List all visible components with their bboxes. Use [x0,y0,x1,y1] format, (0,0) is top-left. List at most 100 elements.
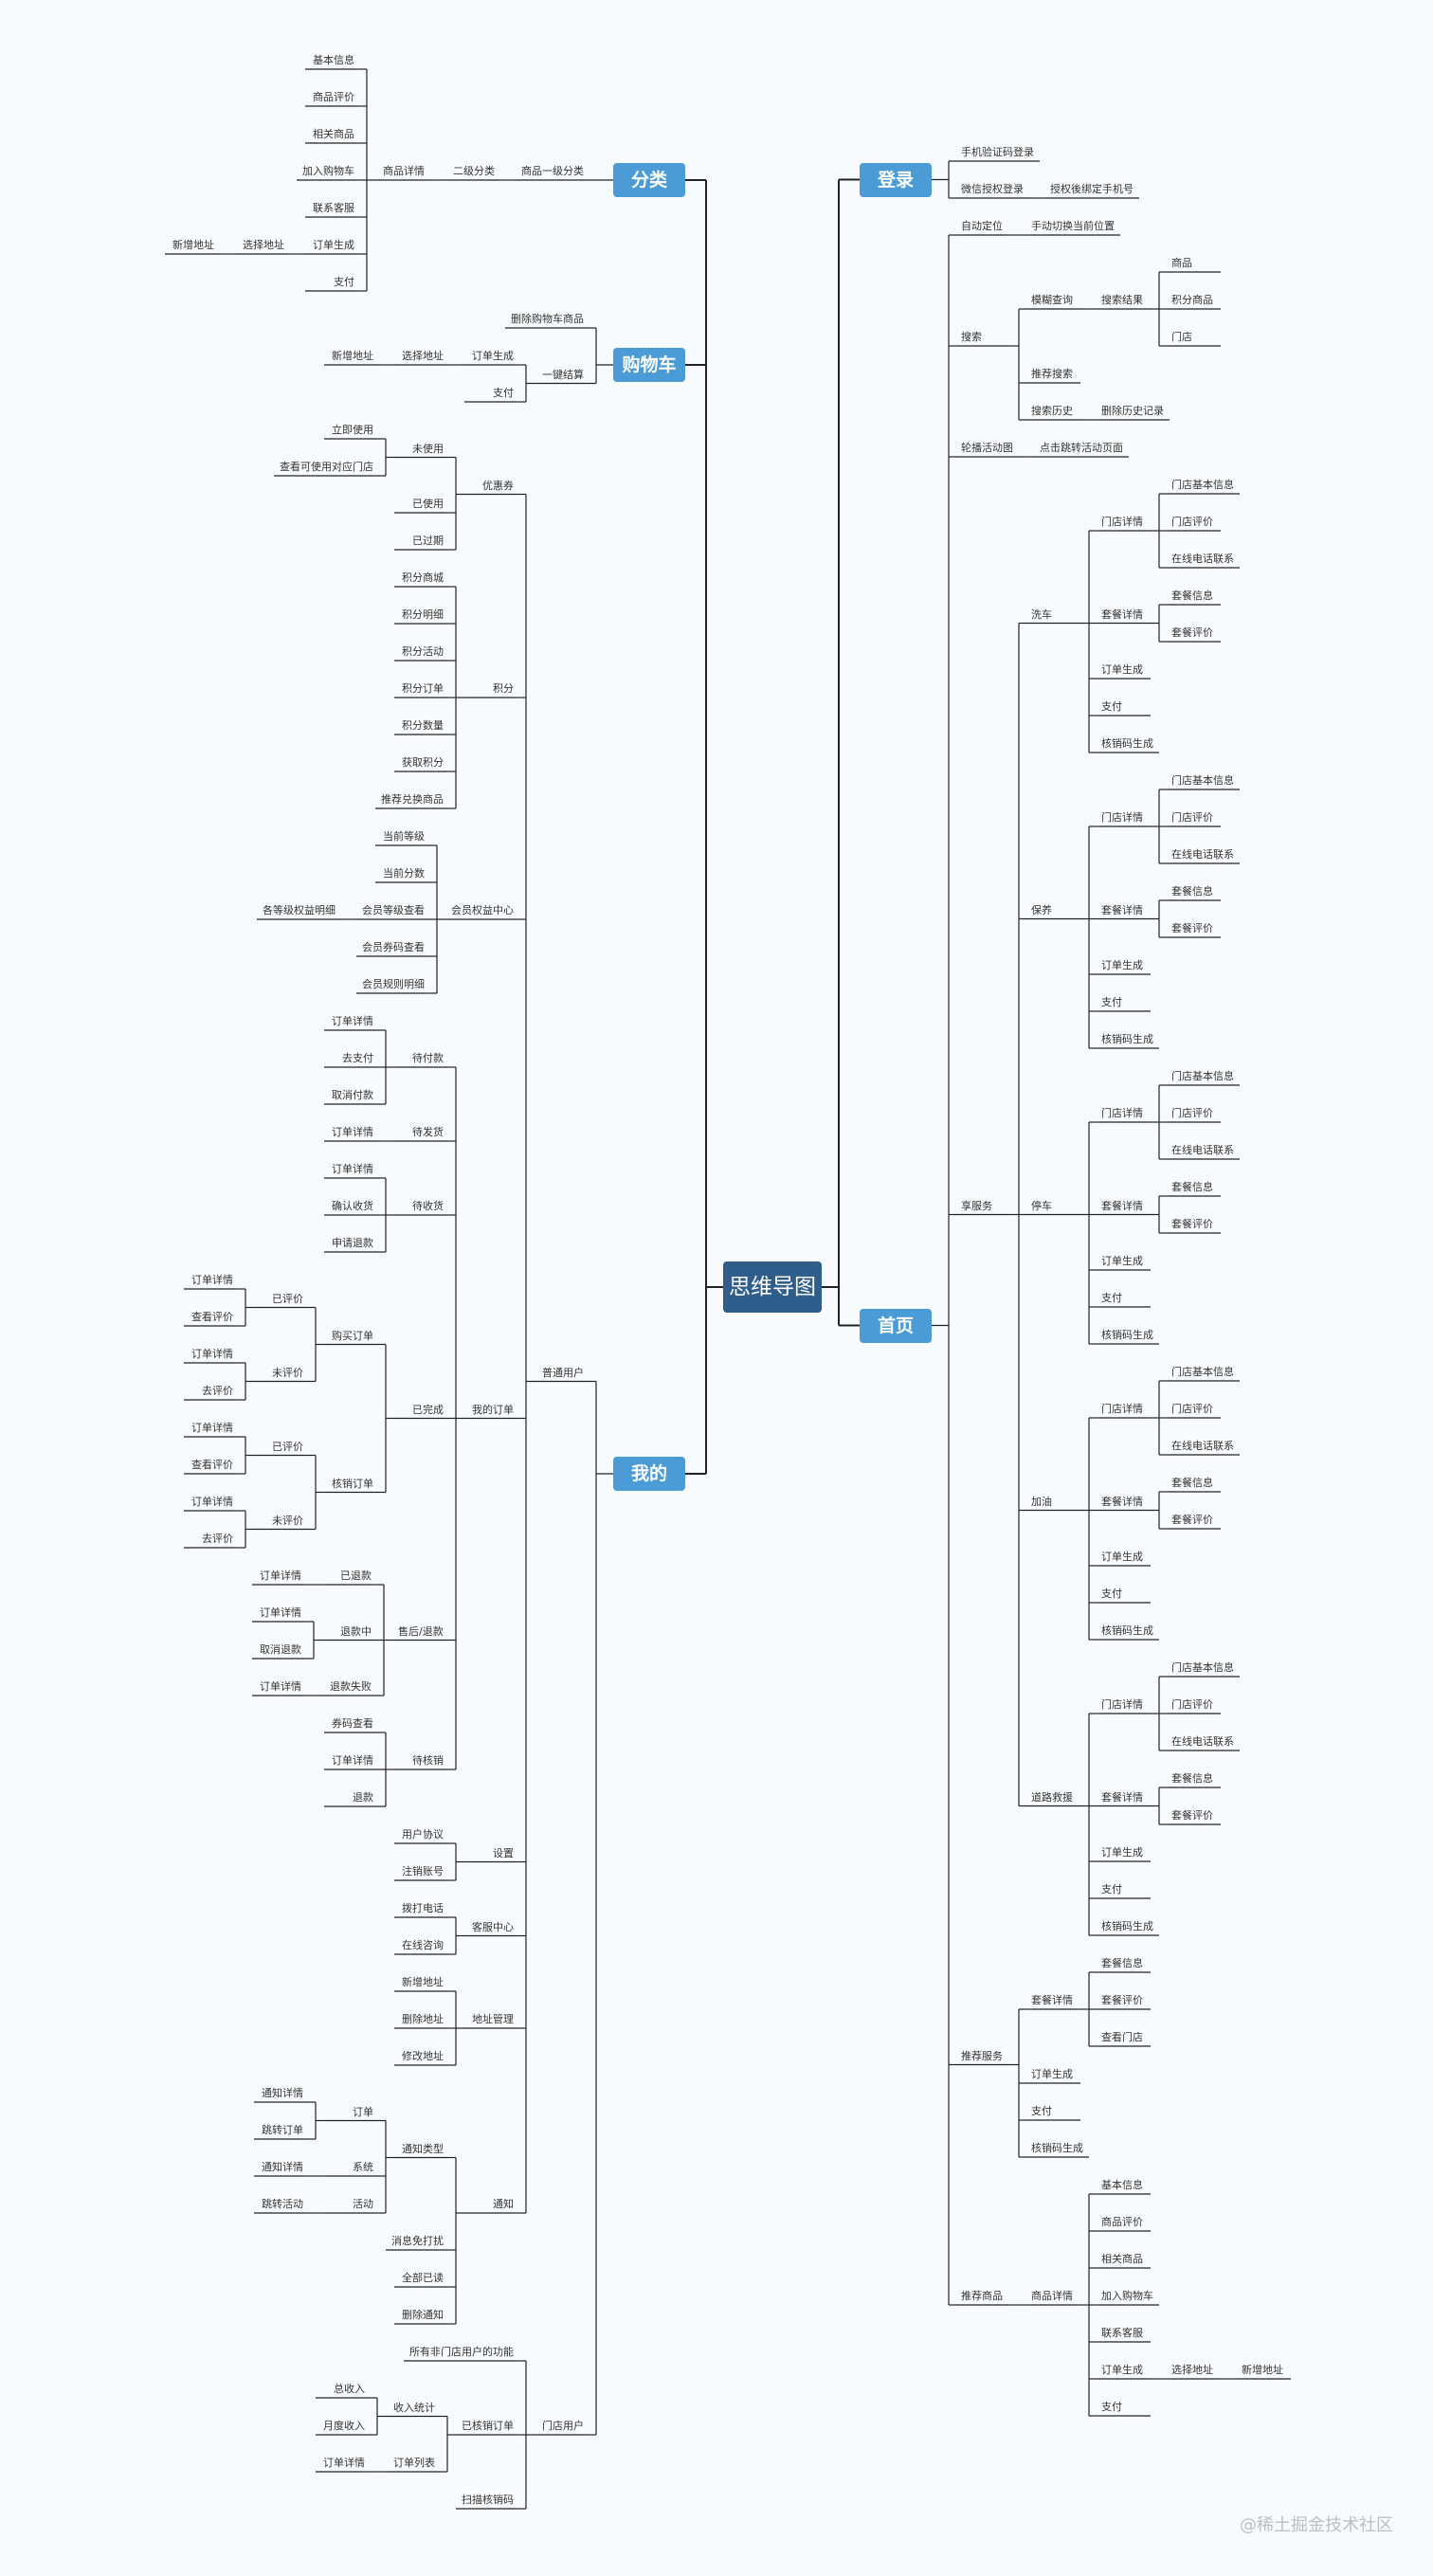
node-label: 门店详情 [1101,1107,1143,1119]
node-label: 申请退款 [332,1237,373,1249]
node-label: 已评价 [272,1440,303,1453]
node-label: 核销码生成 [1031,2142,1083,2154]
node-label: 套餐信息 [1171,885,1213,898]
node-label: 订单生成 [1101,1255,1143,1267]
node-label: 商品详情 [1031,2290,1073,2302]
node-label: 取消退款 [260,1643,301,1656]
node-label: 系统 [353,2161,373,2173]
node-label: 套餐详情 [1101,1790,1143,1804]
node-label: 退款 [353,1791,373,1804]
node-label: 在线电话联系 [1171,848,1234,861]
node-label: 轮播活动图 [961,442,1013,454]
node-label: 退款中 [340,1624,372,1638]
node-label: 订单生成 [313,239,354,251]
node-label: 订单生成 [1031,2068,1073,2080]
node-label: 待付款 [412,1052,444,1064]
node-label: 门店基本信息 [1171,1661,1234,1674]
node-label: 门店基本信息 [1171,479,1234,491]
node-label: 修改地址 [402,2050,444,2062]
node-label: 订单详情 [332,1126,373,1138]
node-label: 套餐评价 [1171,1218,1213,1230]
node-label: 新增地址 [1242,2364,1283,2376]
node-label: 所有非门店用户的功能 [409,2346,514,2358]
node-label: 授权後绑定手机号 [1050,183,1134,195]
node-label: 删除通知 [402,2309,444,2321]
node-label: 跳转活动 [262,2198,303,2210]
node-label: 我的订单 [472,1403,514,1416]
node-label: 道路救援 [1031,1790,1073,1804]
branch-node: 分类 [613,163,685,197]
node-label: 套餐详情 [1031,1994,1073,2006]
node-label: 积分商品 [1171,294,1213,306]
node-label: 二级分类 [453,165,495,177]
node-label: 订单生成 [1101,959,1143,971]
node-label: 订单列表 [393,2457,435,2469]
node-label: 各等级权益明细 [263,904,336,916]
node-label: 消息免打扰 [391,2235,444,2247]
node-label: 当前等级 [383,830,425,843]
node-label: 未使用 [412,442,444,455]
node-label: 核销码生成 [1101,737,1153,750]
node-label: 支付 [493,387,514,399]
node-label: 订单详情 [332,1163,373,1175]
node-label: 推荐搜索 [1031,368,1073,380]
node-label: 扫描核销码 [462,2494,514,2506]
node-label: 商品评价 [313,91,354,103]
node-label: 在线电话联系 [1171,553,1234,565]
node-label: 新增地址 [402,1976,444,1988]
node-label: 积分订单 [402,682,444,695]
node-label: 确认收货 [332,1200,373,1212]
node-label: 会员券码查看 [362,941,425,953]
node-label: 通知详情 [262,2087,303,2099]
node-label: 套餐信息 [1101,1957,1143,1969]
node-label: 相关商品 [1101,2253,1143,2265]
node-label: 门店基本信息 [1171,1070,1234,1082]
node-label: 加入购物车 [302,165,354,177]
node-label: 微信授权登录 [961,183,1024,195]
node-label: 支付 [1101,700,1122,713]
node-label: 删除购物车商品 [511,313,584,325]
node-label: 已使用 [412,498,444,510]
node-label: 套餐信息 [1171,1181,1213,1193]
node-label: 优惠券 [482,479,514,492]
node-label: 自动定位 [961,220,1003,232]
node-label: 推荐服务 [961,2049,1003,2062]
node-label: 获取积分 [402,756,444,769]
node-label: 点击跳转活动页面 [1040,442,1123,454]
node-label: 门店详情 [1101,1698,1143,1711]
node-label: 选择地址 [243,239,284,251]
node-label: 订单详情 [260,1680,301,1693]
node-label: 积分数量 [402,719,444,732]
node-label: 未评价 [272,1366,303,1379]
node-label: 核销码生成 [1101,1033,1153,1045]
node-label: 商品详情 [383,165,425,177]
node-label: 会员等级查看 [362,904,425,916]
node-label: 搜索历史 [1031,405,1073,417]
node-label: 订单生成 [1101,1846,1143,1859]
node-label: 注销账号 [402,1865,444,1878]
node-label: 相关商品 [313,128,354,140]
node-label: 订单详情 [332,1015,373,1027]
node-label: 加油 [1031,1495,1052,1508]
node-label: 待收货 [412,1200,444,1212]
node-label: 订单详情 [260,1569,301,1582]
node-label: 立即使用 [332,424,373,436]
node-label: 通知详情 [262,2161,303,2173]
node-label: 套餐信息 [1171,1772,1213,1785]
node-label: 购买订单 [332,1329,373,1342]
node-label: 订单详情 [332,1754,373,1767]
node-label: 门店用户 [542,2420,584,2432]
node-label: 积分商城 [402,571,444,584]
branch-node: 登录 [860,162,932,197]
node-label: 删除地址 [402,2013,444,2025]
node-label: 门店评价 [1171,1403,1213,1415]
node-label: 门店评价 [1171,811,1213,824]
node-label: 订单详情 [323,2457,365,2469]
node-label: 收入统计 [393,2401,435,2414]
node-label: 设置 [493,1846,514,1859]
node-label: 订单生成 [1101,1551,1143,1563]
node-label: 门店详情 [1101,811,1143,824]
node-label: 订单 [353,2105,373,2118]
node-label: 支付 [1101,1292,1122,1304]
